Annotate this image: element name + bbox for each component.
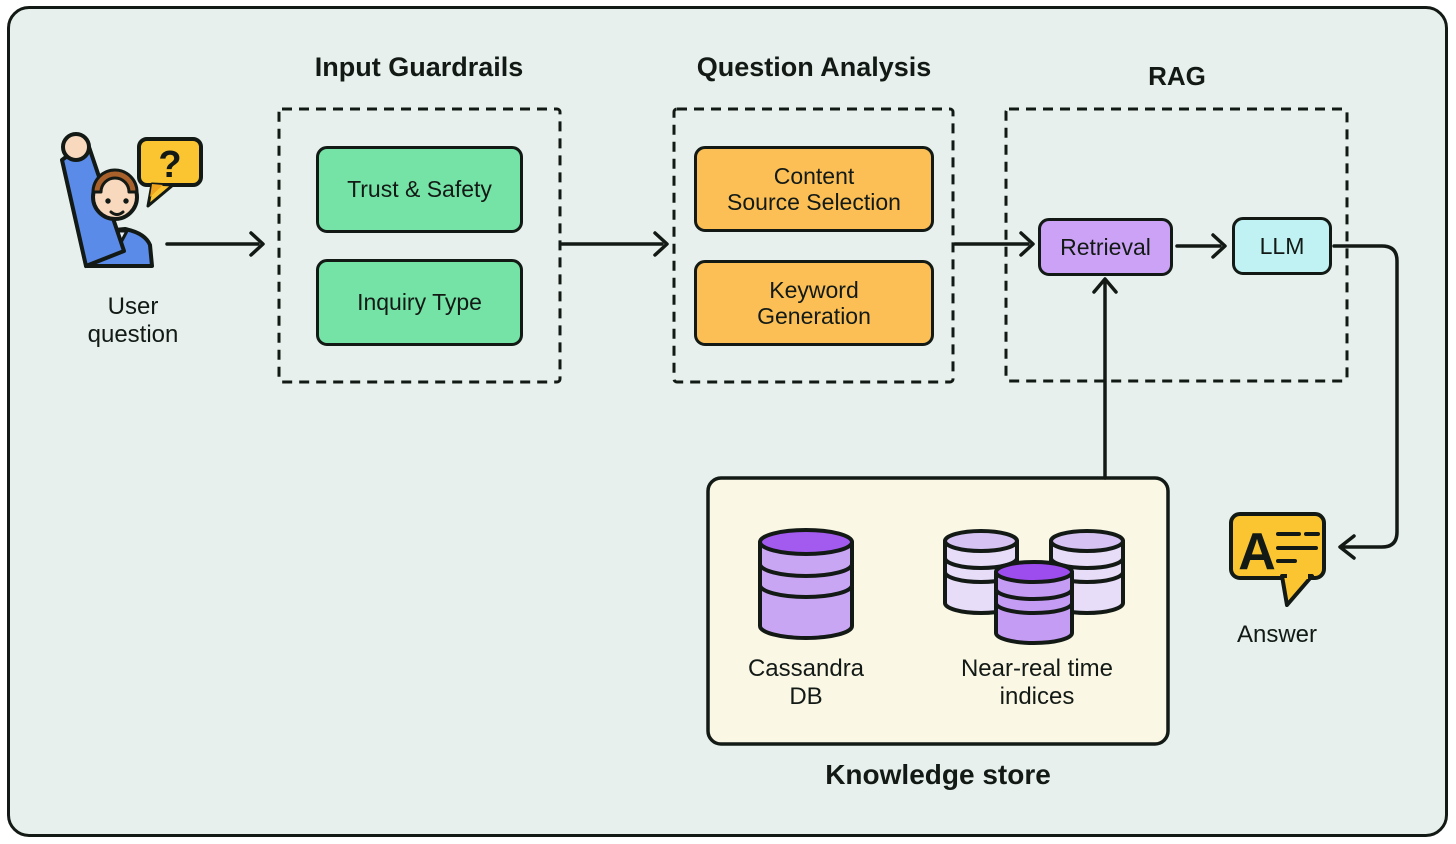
retrieval-node: Retrieval: [1038, 218, 1173, 276]
input-guardrails-dashed-box: [277, 107, 562, 384]
trust-and-safety-label: Trust & Safety: [347, 176, 492, 203]
question-bubble-fold: [150, 184, 163, 197]
inquiry-type-node: Inquiry Type: [316, 259, 523, 346]
person-hair: [91, 168, 139, 194]
arrow-retrieval-to-llm: [1175, 233, 1227, 259]
llm-label: LLM: [1259, 232, 1305, 259]
input-guardrails-title: Input Guardrails: [314, 52, 524, 82]
cassandra-db-label: Cassandra DB: [747, 655, 865, 710]
knowledge-store-title: Knowledge store: [825, 759, 1051, 790]
cassandra-top: [758, 528, 854, 556]
person-hand: [61, 132, 91, 162]
answer-label: Answer: [1236, 621, 1318, 648]
content-source-selection-node: Content Source Selection: [694, 146, 934, 232]
answer-bubble-icon: A: [1229, 512, 1326, 607]
llm-node: LLM: [1232, 217, 1332, 275]
question-analysis-title: Question Analysis: [696, 52, 932, 82]
answer-bubble-tail: [1280, 574, 1314, 607]
inquiry-type-label: Inquiry Type: [357, 289, 482, 316]
arrow-llm-to-answer: [1332, 244, 1399, 560]
person-eye-right: [123, 198, 129, 204]
question-analysis-dashed-box: [672, 107, 955, 384]
answer-bubble-body: [1229, 512, 1326, 580]
answer-text-lines: [1276, 532, 1320, 563]
retrieval-label: Retrieval: [1060, 233, 1151, 260]
keyword-generation-node: Keyword Generation: [694, 260, 934, 346]
cassandra-body: [758, 540, 854, 640]
near-real-time-indices-label: Near-real time indices: [960, 655, 1114, 710]
question-mark-glyph: ?: [158, 144, 181, 186]
arrow-user-to-guardrails: [165, 231, 265, 257]
cassandra-db-cylinder-icon: [758, 528, 854, 640]
answer-letter-glyph: A: [1238, 523, 1276, 581]
rag-title: RAG: [1148, 61, 1206, 91]
arrow-guardrails-to-analysis: [560, 231, 669, 257]
user-question-label: User question: [87, 293, 179, 348]
trust-and-safety-node: Trust & Safety: [316, 146, 523, 233]
keyword-generation-label: Keyword Generation: [757, 276, 871, 329]
person-eye-left: [105, 198, 111, 204]
index-cylinder-front: [994, 570, 1074, 645]
person-smile: [109, 210, 125, 216]
question-bubble-icon: ?: [137, 137, 203, 208]
arrow-knowledge-to-retrieval: [1092, 277, 1118, 480]
person-raising-hand-icon: [60, 132, 154, 268]
near-real-time-indices-icon: [943, 529, 1125, 645]
content-source-selection-label: Content Source Selection: [727, 162, 901, 215]
arrow-analysis-to-retrieval: [953, 231, 1035, 257]
